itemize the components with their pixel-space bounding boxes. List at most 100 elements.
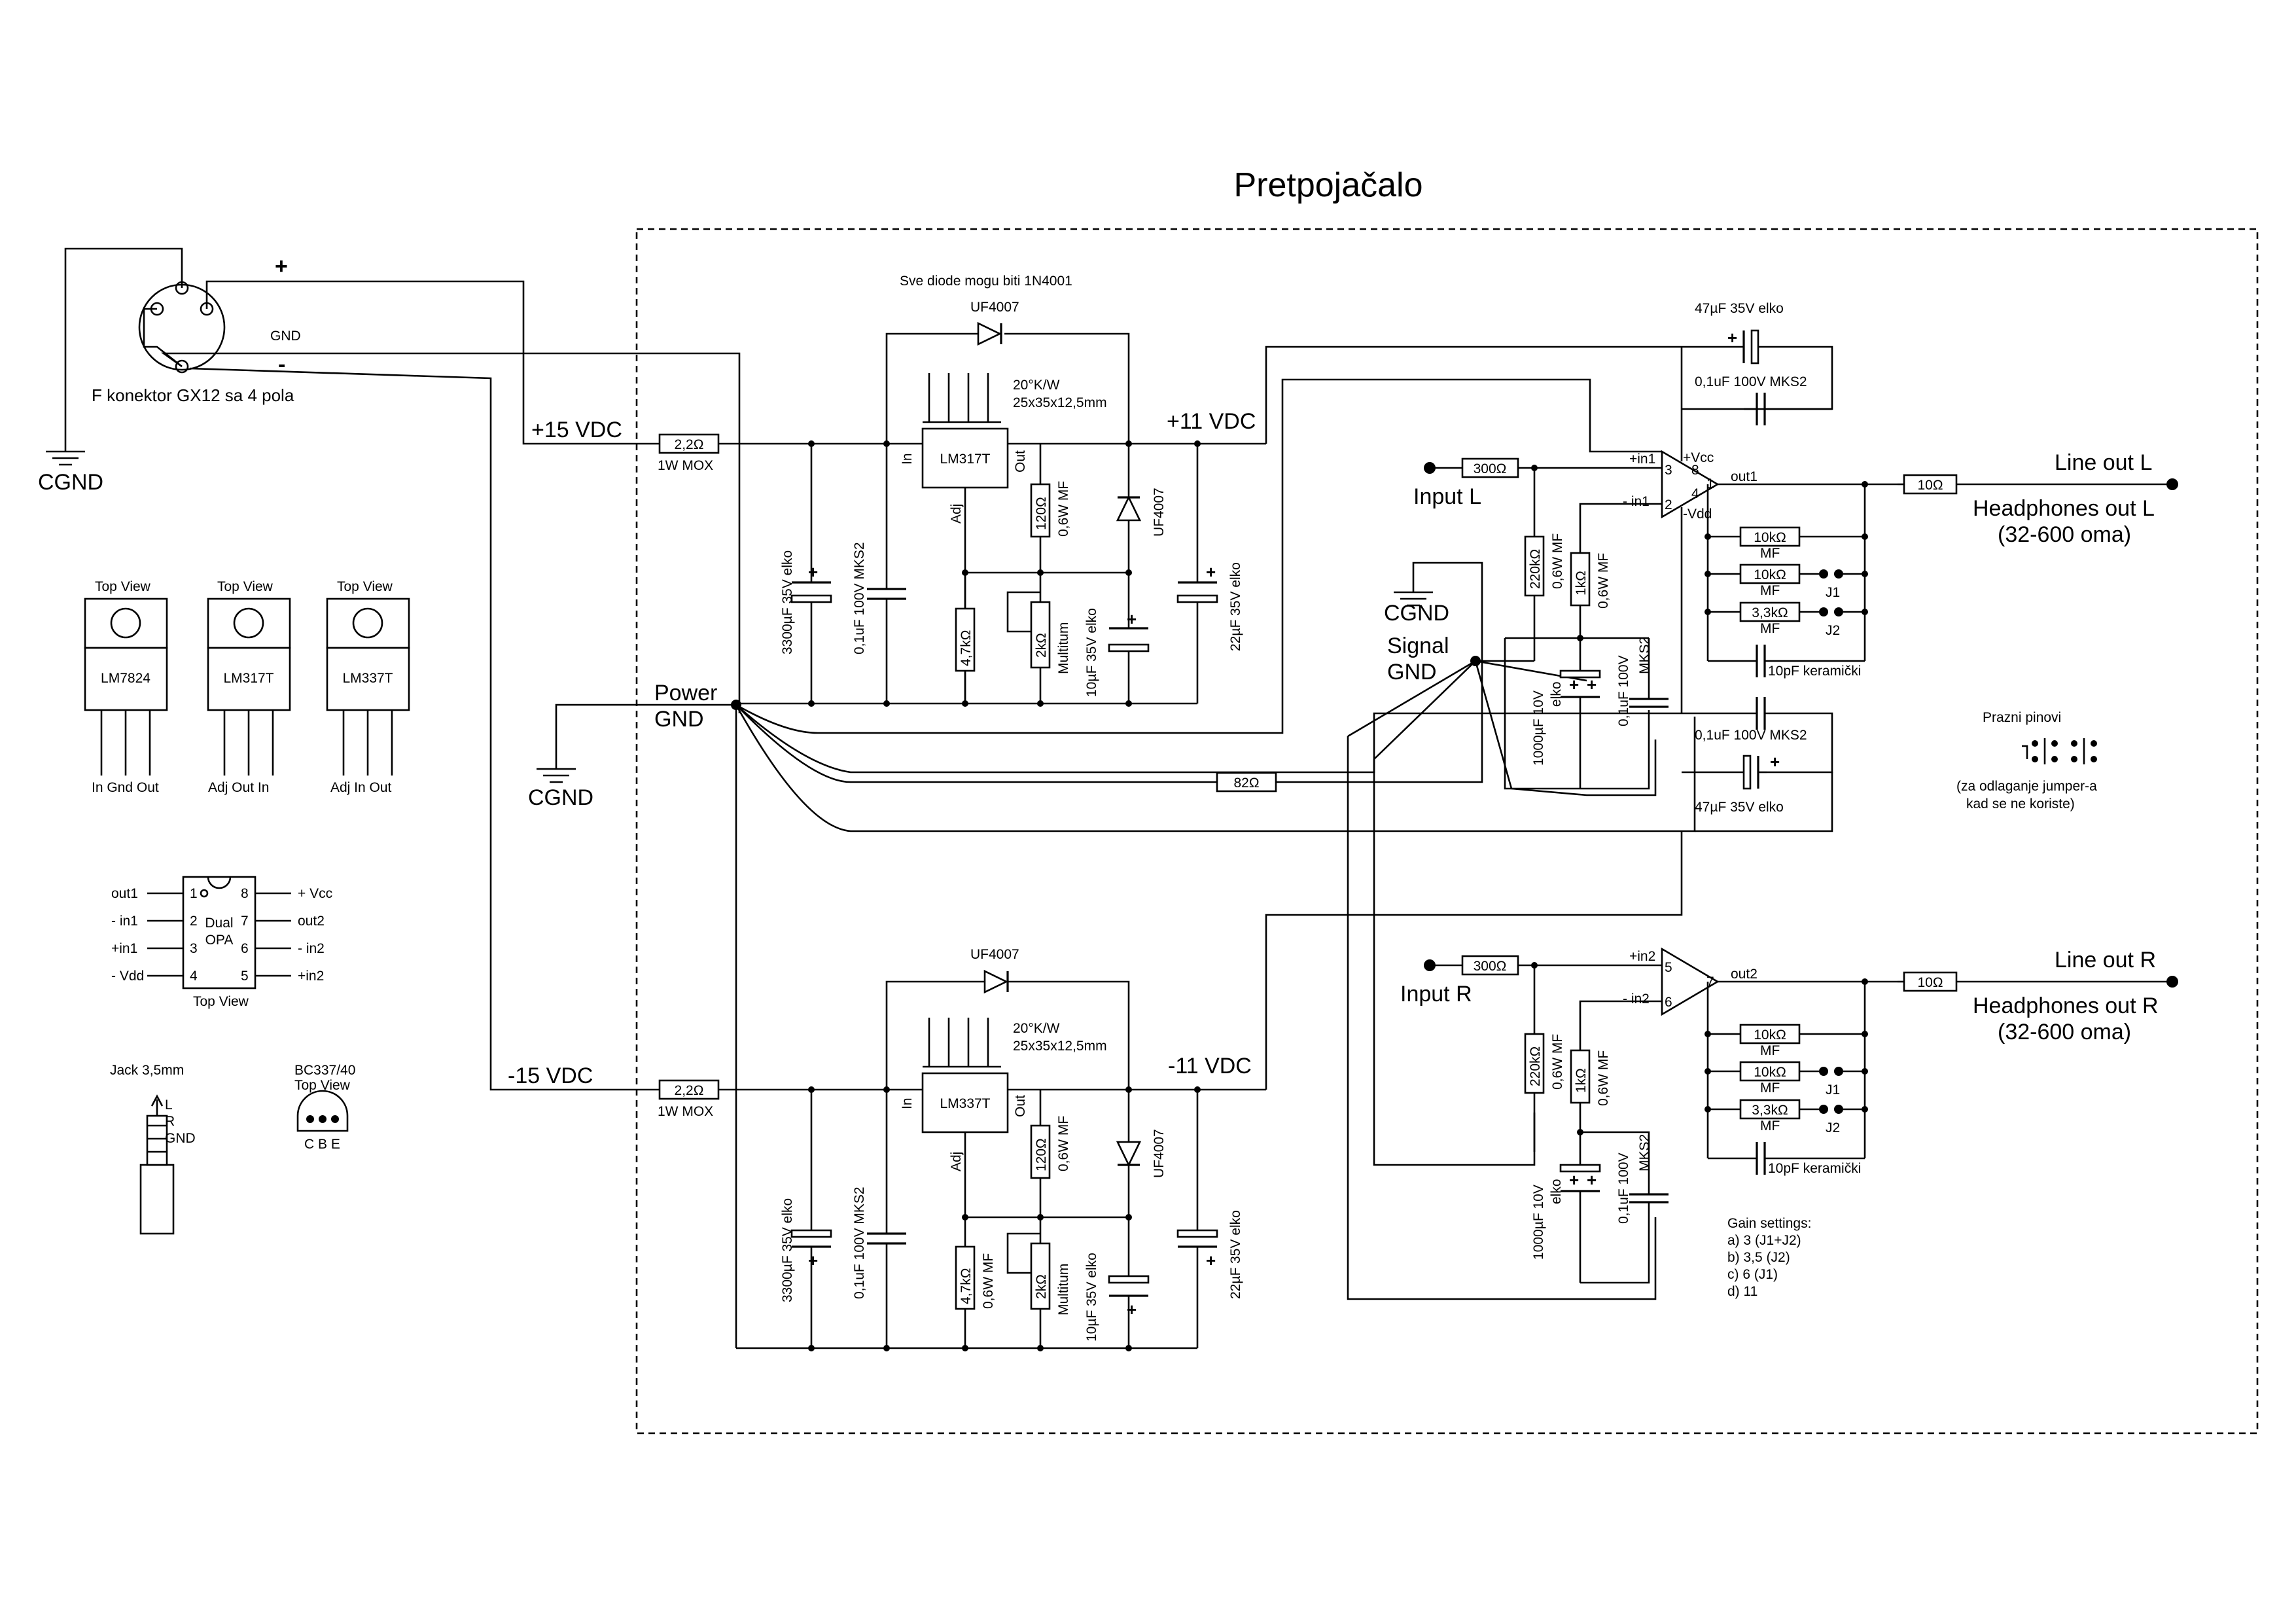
svg-text:2: 2 — [190, 914, 198, 929]
svg-text:4,7kΩ: 4,7kΩ — [959, 1268, 974, 1304]
opamp-left — [1661, 450, 1720, 519]
jack-35: Jack 3,5mm L R GND — [110, 1063, 196, 1235]
svg-text:Top View: Top View — [337, 579, 393, 594]
svg-text:In Gnd Out: In Gnd Out — [92, 780, 159, 795]
signal-gnd: CGND Signal GND — [1347, 562, 1657, 1300]
svg-text:1kΩ: 1kΩ — [1574, 1068, 1589, 1093]
svg-text:J2: J2 — [1826, 1120, 1840, 1135]
svg-text:8: 8 — [241, 886, 249, 901]
svg-text:1000µF 10V: 1000µF 10V — [1531, 1185, 1546, 1260]
svg-text:BC337/40: BC337/40 — [294, 1063, 355, 1078]
svg-text:20°K/W: 20°K/W — [1013, 1021, 1060, 1036]
svg-text:b) 3,5 (J2): b) 3,5 (J2) — [1727, 1250, 1790, 1265]
connector-minus: - — [278, 352, 285, 377]
svg-text:+: + — [1569, 1170, 1579, 1190]
svg-text:Line out R: Line out R — [2055, 948, 2156, 972]
package-lm337t: Top View LM337T Adj In Out — [326, 579, 410, 795]
svg-text:3300µF 35V elko: 3300µF 35V elko — [780, 1198, 795, 1302]
svg-text:Multitum: Multitum — [1056, 1264, 1071, 1315]
svg-text:+in1: +in1 — [111, 941, 137, 956]
svg-text:Gain settings:: Gain settings: — [1727, 1216, 1811, 1231]
svg-text:1W MOX: 1W MOX — [658, 1104, 713, 1119]
pos-out-rail: +11 VDC — [1167, 409, 1256, 434]
svg-text:CGND: CGND — [1384, 601, 1449, 626]
svg-text:300Ω: 300Ω — [1474, 959, 1507, 974]
svg-text:UF4007: UF4007 — [970, 947, 1019, 962]
svg-text:MKS2: MKS2 — [1637, 637, 1652, 674]
svg-text:- in1: - in1 — [1623, 494, 1650, 509]
svg-text:3: 3 — [1665, 463, 1672, 478]
svg-text:Adj Out In: Adj Out In — [208, 780, 269, 795]
bc337-pinout: BC337/40 Top View C B E — [294, 1063, 355, 1152]
svg-text:+in1: +in1 — [1629, 452, 1655, 467]
svg-text:Prazni pinovi: Prazni pinovi — [1983, 710, 2061, 725]
svg-text:47µF 35V elko: 47µF 35V elko — [1695, 800, 1784, 815]
svg-text:In: In — [900, 1097, 915, 1109]
svg-text:10µF 35V elko: 10µF 35V elko — [1084, 608, 1099, 697]
svg-text:220kΩ: 220kΩ — [1528, 1046, 1543, 1086]
svg-text:UF4007: UF4007 — [1152, 1129, 1167, 1178]
svg-text:UF4007: UF4007 — [1152, 488, 1167, 537]
svg-text:J1: J1 — [1826, 1082, 1840, 1097]
svg-text:7: 7 — [1706, 974, 1714, 990]
svg-text:2kΩ: 2kΩ — [1034, 633, 1049, 658]
svg-text:Jack 3,5mm: Jack 3,5mm — [110, 1063, 184, 1078]
svg-text:L: L — [165, 1097, 173, 1113]
svg-text:+Vcc: +Vcc — [1683, 450, 1714, 465]
svg-text:82Ω: 82Ω — [1233, 776, 1259, 791]
svg-text:MF: MF — [1760, 1080, 1780, 1096]
svg-text:OPA: OPA — [205, 933, 234, 948]
decoupling: + 47µF 35V elko 0,1uF 100V MKS2 0,1uF 10… — [1682, 301, 1833, 832]
svg-text:25x35x12,5mm: 25x35x12,5mm — [1013, 1039, 1107, 1054]
svg-text:10kΩ: 10kΩ — [1754, 530, 1786, 545]
svg-text:Out: Out — [1013, 1095, 1028, 1117]
svg-text:CGND: CGND — [528, 785, 593, 810]
svg-text:22µF 35V elko: 22µF 35V elko — [1228, 1210, 1243, 1299]
svg-text:8: 8 — [1691, 463, 1699, 478]
svg-text:0,1uF 100V MKS2: 0,1uF 100V MKS2 — [852, 542, 867, 654]
svg-text:LM337T: LM337T — [342, 671, 393, 686]
svg-text:10kΩ: 10kΩ — [1754, 1027, 1786, 1043]
svg-text:- in1: - in1 — [111, 914, 138, 929]
svg-text:Headphones out R: Headphones out R — [1973, 993, 2159, 1018]
svg-text:+in2: +in2 — [298, 969, 324, 984]
svg-text:GND: GND — [654, 707, 704, 732]
svg-text:1000µF 10V: 1000µF 10V — [1531, 690, 1546, 766]
svg-text:4: 4 — [190, 969, 198, 984]
svg-text:+: + — [1206, 1251, 1216, 1270]
svg-text:Headphones out L: Headphones out L — [1973, 496, 2155, 521]
svg-text:+: + — [808, 1251, 818, 1270]
svg-text:Out: Out — [1013, 450, 1028, 473]
svg-text:+: + — [1127, 609, 1137, 629]
svg-text:+: + — [1587, 675, 1597, 694]
svg-text:0,1uF 100V: 0,1uF 100V — [1616, 1152, 1631, 1224]
svg-text:(32-600 oma): (32-600 oma) — [1998, 1020, 2131, 1044]
svg-text:0,1uF 100V: 0,1uF 100V — [1616, 655, 1631, 726]
svg-text:3,3kΩ: 3,3kΩ — [1752, 605, 1788, 620]
svg-text:0,6W MF: 0,6W MF — [1550, 1034, 1565, 1090]
svg-text:+: + — [1727, 328, 1737, 348]
svg-text:10pF keramički: 10pF keramički — [1768, 664, 1861, 679]
svg-text:2: 2 — [1665, 497, 1672, 512]
svg-text:GND: GND — [165, 1131, 196, 1146]
svg-text:Input L: Input L — [1413, 484, 1481, 509]
svg-text:10Ω: 10Ω — [1917, 478, 1943, 493]
svg-text:MF: MF — [1760, 546, 1780, 561]
svg-text:0,1uF 100V MKS2: 0,1uF 100V MKS2 — [1695, 728, 1807, 743]
svg-text:20°K/W: 20°K/W — [1013, 378, 1060, 393]
svg-text:10pF keramički: 10pF keramički — [1768, 1161, 1861, 1176]
svg-text:+in2: +in2 — [1629, 949, 1655, 964]
svg-text:Adj In Out: Adj In Out — [330, 780, 392, 795]
svg-text:0,6W MF: 0,6W MF — [1596, 553, 1611, 609]
svg-text:1W MOX: 1W MOX — [658, 458, 713, 473]
svg-text:0,1uF 100V MKS2: 0,1uF 100V MKS2 — [1695, 374, 1807, 389]
svg-text:0,6W MF: 0,6W MF — [1550, 533, 1565, 589]
lm337-body — [921, 1072, 1009, 1133]
power-connector: F konektor GX12 sa 4 pola CGND + - GND — [38, 247, 741, 1091]
svg-text:2,2Ω: 2,2Ω — [675, 437, 704, 452]
svg-text:0,6W MF: 0,6W MF — [981, 1253, 996, 1309]
svg-text:+: + — [1770, 752, 1780, 772]
svg-text:Adj: Adj — [949, 504, 964, 524]
connector-plus: + — [275, 254, 288, 279]
svg-text:Adj: Adj — [949, 1152, 964, 1171]
